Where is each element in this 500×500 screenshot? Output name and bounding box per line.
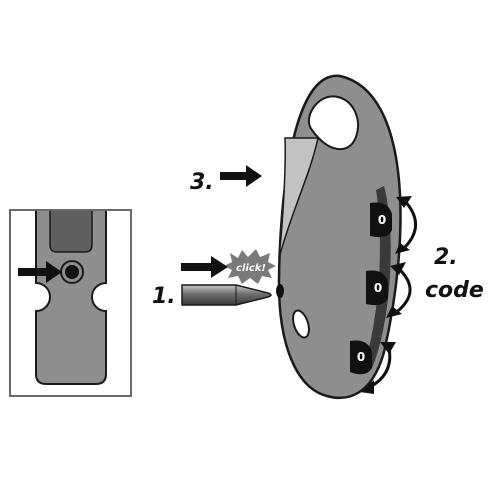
dial-1-value: 0 [378,213,386,227]
dial-2: 0 [366,270,388,306]
rotation-arrow-2 [393,266,412,316]
dial-3: 0 [350,340,372,375]
step-2-label: 2. [434,245,458,270]
dial-1: 0 [370,202,392,238]
step-3-arrow [220,165,262,187]
inset-pointer-arrow [18,261,62,283]
shackle-opening [307,95,359,151]
dial-2-value: 0 [374,281,382,295]
reset-pin-tool [181,284,272,306]
padlock: 0 0 0 [276,74,402,400]
step-1: click! 1. [152,249,276,309]
click-burst: click! [224,249,276,284]
dial-3-value: 0 [357,350,365,364]
rotation-arrow-1-head-bottom [395,243,410,254]
step-1-label: 1. [152,284,176,309]
step-2-code-label: code [425,278,484,303]
inset-lock-body [35,211,107,385]
reset-button [276,284,284,298]
shackle [278,137,319,259]
click-text: click! [236,263,266,274]
rotation-arrow-1-head-top [396,196,412,208]
inset-detail-panel [9,209,132,397]
step-1-arrow [181,256,228,278]
rotation-arrow-3-head-top [380,342,396,354]
step-3-label: 3. [190,170,214,195]
inset-shackle-slot [49,211,93,253]
rotation-arrow-2-head-bottom [386,306,402,318]
rotation-arrow-2-head-top [390,262,406,275]
rotation-arrow-3-head-bottom [360,380,374,394]
inset-reset-button [65,265,79,279]
lock-lower-hole [292,309,310,339]
rotation-arrow-1 [400,198,417,252]
step-3: 3. [190,165,262,195]
step-2: 2. code [425,245,484,303]
dial-rotation-arrows [360,196,417,394]
